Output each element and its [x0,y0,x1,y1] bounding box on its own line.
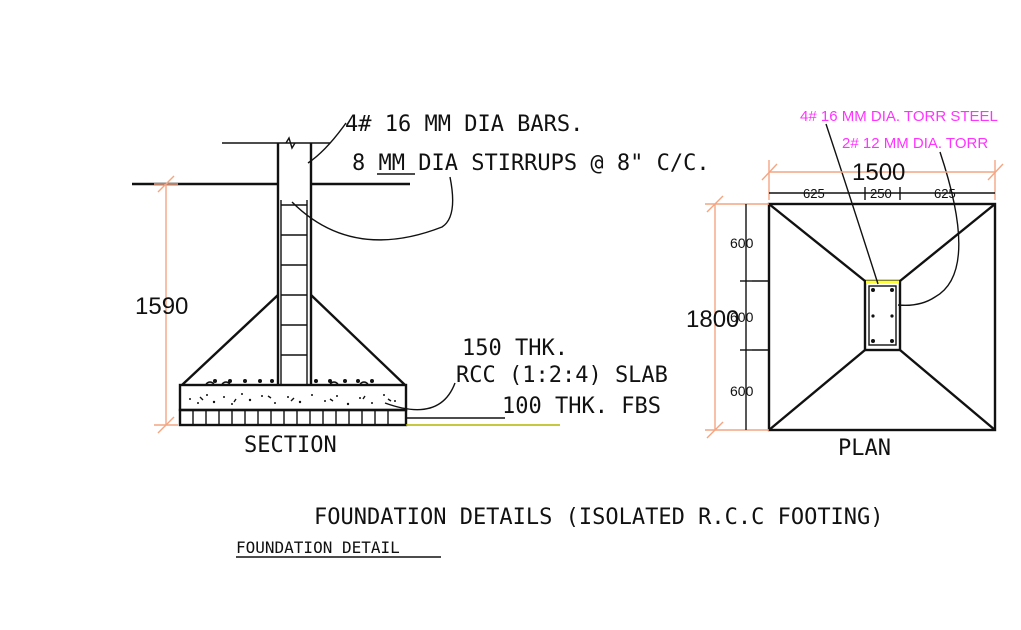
dim-250: 250 [870,186,892,201]
leader-bars [307,122,347,164]
dim-1500-tick-right [987,163,1004,181]
plan-footing-outline [767,202,997,432]
concrete-hatch-ticks [199,395,392,403]
plan-diagonal-tl [768,203,866,282]
break-mark [285,136,296,150]
leader-torr-12 [897,151,960,307]
dim-1800-tick-top [706,195,724,213]
plan-view: 1500 625 250 625 1800 600 600 600 4# 16 … [686,108,1004,461]
footing-slope-left [181,294,279,386]
note-bars: 4# 16 MM DIA BARS. [345,112,583,137]
plan-diagonal-tr [899,203,996,282]
concrete-hatch [189,393,396,406]
note-fbs: 100 THK. FBS [502,394,661,419]
leader-torr-16 [825,123,879,285]
section-label: SECTION [244,433,337,458]
note-slab-thk: 150 THK. [462,336,568,361]
drawing-title: FOUNDATION DETAILS (ISOLATED R.C.C FOOTI… [314,505,884,530]
dim-1590-label: 1590 [135,293,188,320]
dim-1800-label: 1800 [686,306,739,333]
rebar-dots [213,379,374,383]
leader-slab [384,382,456,411]
dim-1590-tick-top [157,175,175,193]
dim-600-middle: 600 [730,309,754,325]
dim-600-top: 600 [730,235,754,251]
plan-column [863,279,902,352]
plan-diagonal-bl [768,349,866,431]
note-slab-rcc: RCC (1:2:4) SLAB [456,363,668,388]
plan-diagonal-br [899,349,996,431]
fbs-bricks [192,410,389,425]
stirrups [281,204,307,356]
note-torr-16: 4# 16 MM DIA. TORR STEEL [800,108,998,125]
plan-column-stirrup [868,285,897,346]
note-stirrups: 8 MM DIA STIRRUPS @ 8" C/C. [352,151,710,176]
dim-1500-tick-left [761,163,778,181]
bottom-reinforcement [205,381,369,385]
dim-600-bottom: 600 [730,383,754,399]
dim-625-left: 625 [803,186,825,201]
dim-1590-tick-bottom [157,416,175,434]
section-view: 1590 4# 16 MM DIA BARS. 8 MM DIA STIRRUP… [132,112,710,458]
plan-label: PLAN [838,436,891,461]
plan-column-bars [871,288,894,343]
rcc-slab [178,383,408,412]
drawing-subtitle: FOUNDATION DETAIL [236,538,400,557]
note-torr-12: 2# 12 MM DIA. TORR [842,135,988,152]
footing-slope-right [310,294,406,386]
dim-1500-label: 1500 [852,159,905,186]
dim-1800-tick-bottom [706,421,724,439]
fbs-layer [178,408,408,427]
dim-625-right: 625 [934,186,956,201]
leader-stirrups [291,176,454,241]
